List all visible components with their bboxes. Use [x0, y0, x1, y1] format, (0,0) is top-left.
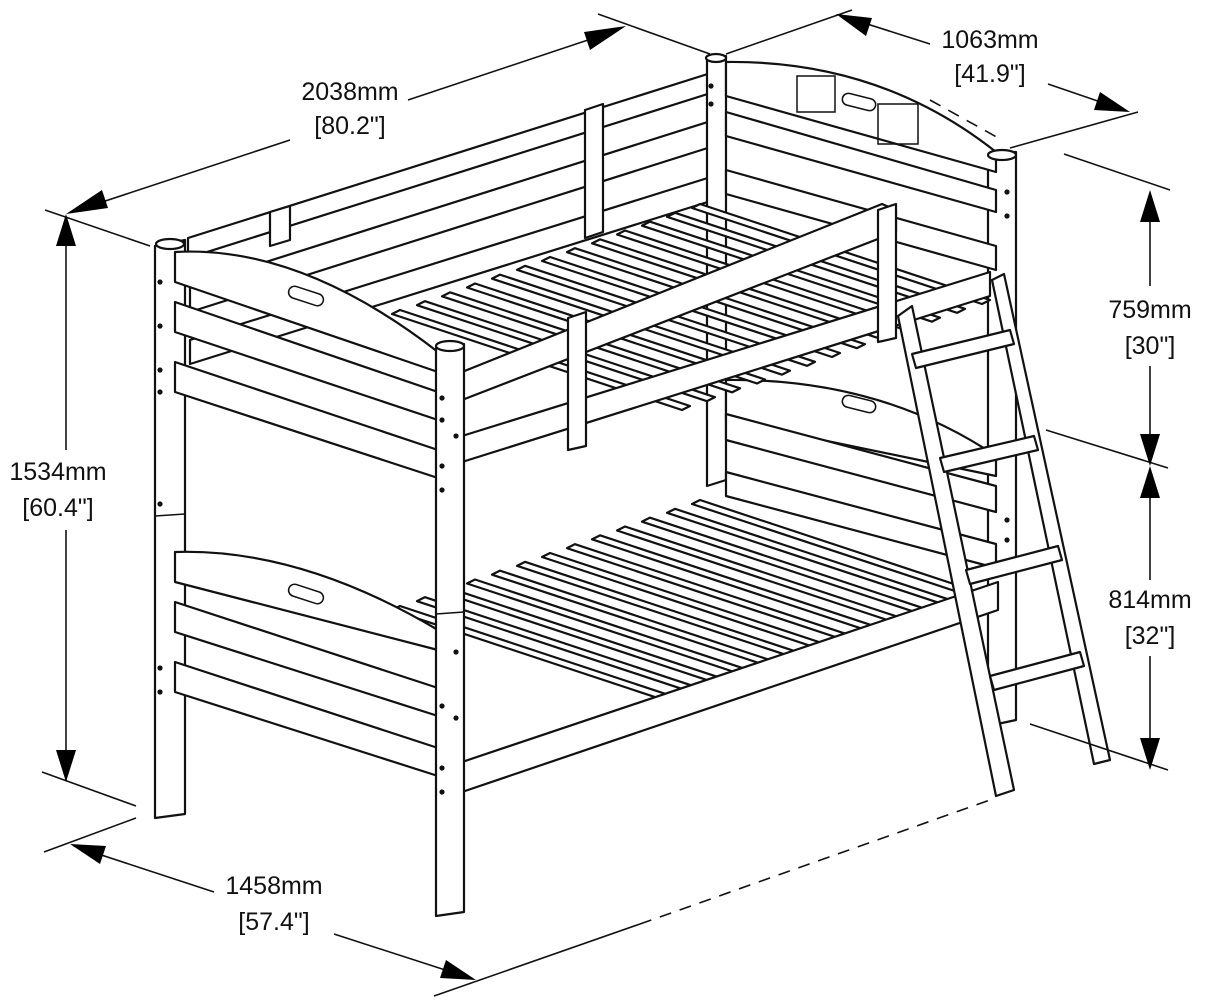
top-width-inch-label: [41.9"]: [954, 60, 1025, 88]
bolt-hole: [439, 703, 445, 709]
bolt-holes: [157, 83, 1010, 795]
arrowhead: [584, 26, 626, 50]
lower-footboard: [173, 550, 440, 778]
length-inch-label: [80.2"]: [314, 112, 385, 140]
bunk-bed-drawing: [153, 52, 1112, 918]
upper-clearance-inch-label: [30"]: [1125, 332, 1176, 360]
footboard-handle-slot: [287, 285, 325, 307]
arrowhead: [56, 214, 76, 246]
top-width-mm-label: 1063mm: [941, 26, 1038, 54]
arrowhead: [440, 960, 476, 980]
warning-label-left: [796, 75, 836, 113]
headboard-handle-slot: [841, 92, 877, 112]
bolt-hole: [1004, 213, 1010, 219]
arrowhead: [66, 190, 108, 214]
lower-headboard-handle-slot: [841, 394, 877, 414]
ladder: [896, 272, 1112, 798]
bolt-hole: [708, 101, 714, 107]
bolt-hole: [439, 487, 445, 493]
arrowhead: [1140, 466, 1160, 498]
lower-footboard-handle-slot: [287, 583, 325, 605]
lower-height-inch-label: [32"]: [1125, 622, 1176, 650]
bolt-hole: [157, 501, 163, 507]
length-mm-label: 2038mm: [301, 78, 398, 106]
arrowhead: [1140, 738, 1160, 770]
arrowhead: [70, 844, 106, 864]
bolt-hole: [708, 83, 714, 89]
bottom-width-inch-label: [57.4"]: [238, 908, 309, 936]
bolt-hole: [439, 765, 445, 771]
upper-clearance-mm-label: 759mm: [1108, 296, 1191, 324]
lower-height-mm-label: 814mm: [1108, 586, 1191, 614]
bolt-hole: [157, 367, 163, 373]
upper-footboard: [173, 250, 440, 480]
dimension-labels: 2038mm [80.2"] 1063mm [41.9"] 1534mm [60…: [9, 26, 1191, 936]
arrowhead: [1094, 92, 1130, 112]
arrowhead: [56, 750, 76, 782]
upper-front-rails: [460, 202, 992, 464]
bolt-hole: [157, 689, 163, 695]
bolt-hole: [439, 463, 445, 469]
bolt-hole: [1004, 517, 1010, 523]
bolt-hole: [439, 395, 445, 401]
bolt-hole: [453, 715, 459, 721]
bottom-width-mm-label: 1458mm: [225, 872, 322, 900]
height-mm-label: 1534mm: [9, 458, 106, 486]
arrowhead: [836, 14, 872, 36]
bolt-hole: [453, 649, 459, 655]
bolt-hole: [157, 389, 163, 395]
bolt-hole: [157, 665, 163, 671]
arrowhead: [1140, 434, 1160, 466]
right-front-post: [434, 342, 466, 918]
bolt-hole: [453, 433, 459, 439]
bolt-hole: [439, 789, 445, 795]
dimension-lines: [41, 9, 1171, 997]
height-inch-label: [60.4"]: [22, 494, 93, 522]
bolt-hole: [157, 323, 163, 329]
warning-label-right: [877, 103, 919, 145]
bolt-hole: [157, 279, 163, 285]
right-back-post: [986, 150, 1018, 728]
lower-slats: [390, 498, 992, 708]
bolt-hole: [1004, 189, 1010, 195]
arrowhead: [1140, 190, 1160, 222]
bolt-hole: [439, 417, 445, 423]
bolt-hole: [1004, 537, 1010, 543]
